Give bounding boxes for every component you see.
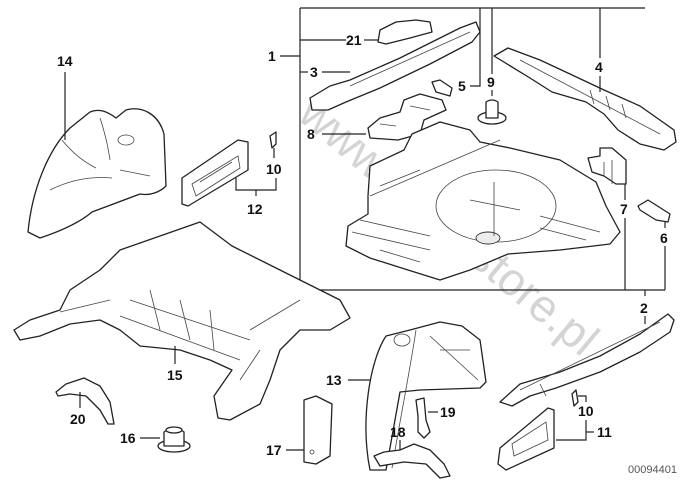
- part-rear-axle-carrier[interactable]: [13, 221, 351, 421]
- callout-13: 13: [326, 372, 342, 388]
- part-repair-panel-right[interactable]: [497, 407, 555, 471]
- reference-number: 00094401: [628, 464, 677, 476]
- part-clip-right[interactable]: [571, 389, 579, 407]
- callout-5: 5: [458, 78, 466, 94]
- callout-12: 12: [247, 201, 263, 217]
- part-wheel-arch-left[interactable]: [27, 108, 167, 239]
- part-bracket-lower[interactable]: [373, 443, 451, 479]
- callout-2: 2: [640, 300, 648, 316]
- callout-19: 19: [440, 404, 456, 420]
- part-holder[interactable]: [415, 397, 431, 439]
- part-heat-shield-bracket[interactable]: [55, 377, 115, 425]
- part-bracket[interactable]: [431, 79, 453, 97]
- part-side-rail-right[interactable]: [499, 313, 675, 407]
- callout-8: 8: [307, 126, 315, 142]
- callout-10-left: 10: [266, 161, 282, 177]
- part-mounting-bracket[interactable]: [587, 147, 627, 185]
- part-rear-panel-crossmember[interactable]: [493, 47, 677, 151]
- part-repair-panel-left[interactable]: [181, 139, 249, 207]
- callout-15: 15: [167, 367, 183, 383]
- part-clip-left[interactable]: [269, 131, 277, 149]
- bracket-10-right: [578, 395, 587, 402]
- leader-5: [470, 8, 481, 87]
- part-reinforcement-plate[interactable]: [303, 395, 333, 465]
- part-rubber-buffer[interactable]: [157, 426, 191, 453]
- callout-14: 14: [57, 53, 73, 69]
- part-small-bracket[interactable]: [637, 199, 671, 223]
- callout-6: 6: [660, 230, 668, 246]
- bracket-11: [556, 420, 587, 441]
- part-floor-pan[interactable]: [345, 121, 621, 281]
- callout-11: 11: [597, 424, 612, 440]
- part-wheel-arch-right[interactable]: [365, 321, 487, 471]
- part-rubber-mount[interactable]: [477, 99, 507, 125]
- callout-1: 1: [268, 48, 276, 64]
- part-side-member-left[interactable]: [309, 21, 481, 111]
- callout-7: 7: [620, 201, 628, 217]
- callout-9: 9: [487, 74, 495, 90]
- callout-10-right: 10: [578, 403, 594, 419]
- callout-3: 3: [310, 64, 318, 80]
- callout-18: 18: [390, 424, 406, 440]
- assembly-bracket-box: [299, 7, 665, 291]
- callout-17: 17: [266, 442, 282, 458]
- callout-16: 16: [120, 430, 136, 446]
- bracket-12: [235, 178, 277, 191]
- callout-21: 21: [346, 32, 362, 48]
- part-seat-mount-plate[interactable]: [367, 93, 447, 141]
- callout-20: 20: [70, 411, 86, 427]
- part-reinforcement[interactable]: [377, 19, 433, 45]
- callout-4: 4: [595, 59, 603, 75]
